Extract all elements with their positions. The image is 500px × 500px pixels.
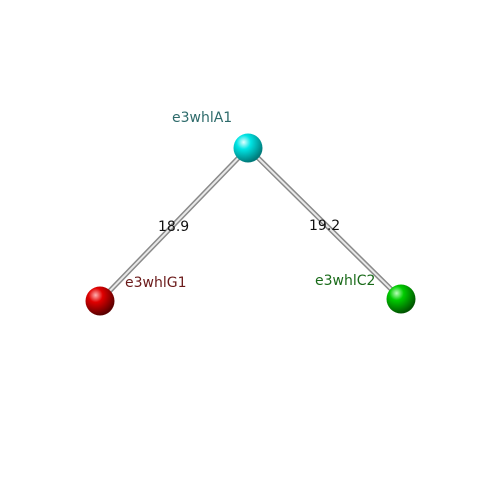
edge-a1-c2 <box>245 145 404 302</box>
node-e3whlc2 <box>386 284 416 314</box>
node-label-e3whlg1: e3whlG1 <box>125 275 187 291</box>
edge-label-a1-c2: 19.2 <box>309 218 340 234</box>
node-label-e3whlc2: e3whlC2 <box>315 273 375 289</box>
node-e3whla1 <box>233 133 263 163</box>
node-label-e3whla1: e3whlA1 <box>172 110 232 126</box>
edge-label-a1-g1: 18.9 <box>158 219 189 235</box>
edge-a1-g1 <box>97 145 251 304</box>
node-e3whlg1 <box>85 286 115 316</box>
